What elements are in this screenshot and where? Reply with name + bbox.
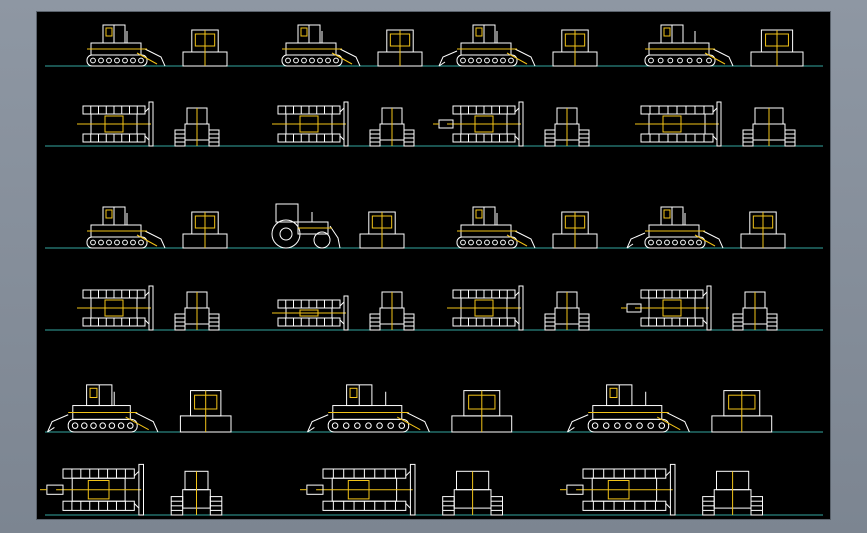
machine-crawler-dozer-cab-top-view [447,285,524,331]
drawing-row-6 [40,463,823,516]
machine-crawler-dozer-cab-end-view [544,291,590,331]
machine-crawler-dozer-ripper-side-view [438,24,536,67]
drawing-row-2 [45,101,823,147]
machine-wheel-tractor-side-view [271,203,341,249]
machine-crawler-dozer-ripper-end-view [170,470,223,516]
machine-crawler-dozer-end-view [174,291,220,331]
machine-wheel-tractor-end-view [359,211,405,249]
machine-crawler-dozer-small-side-view [86,24,166,67]
machine-crawler-dozer-ripper-large-end-view [442,470,503,516]
machine-wheel-tractor-end-view [369,291,415,331]
bulldozer-elevation-sheet [40,24,823,516]
machine-crawler-dozer-large-top-view [635,101,722,147]
machine-crawler-dozer-small-side-view [281,24,361,67]
machine-crawler-dozer-ripper-end-view [740,211,786,249]
cad-drawing-canvas [36,11,831,520]
machine-crawler-dozer-ripper-large-end-view [451,390,513,433]
machine-crawler-dozer-large-end-view [742,107,796,147]
machine-crawler-dozer-cab-end-view [552,211,598,249]
machine-crawler-dozer-ripper-top-view [40,463,145,516]
machine-crawler-dozer-large-end-view [750,29,804,67]
machine-crawler-dozer-ripper-xl-end-view [711,390,773,433]
machine-crawler-dozer-ripper-end-view [544,107,590,147]
machine-crawler-dozer-ripper-top-view [621,285,712,331]
machine-crawler-dozer-ripper-xl-top-view [560,463,676,516]
drawing-row-1 [45,24,823,67]
machine-crawler-dozer-ripper-xl-end-view [702,470,763,516]
machine-crawler-dozer-large-side-view [644,24,734,67]
machine-crawler-dozer-ripper-top-view [433,101,524,147]
drawing-row-3 [45,203,823,249]
machine-crawler-dozer-ripper-large-side-view [307,384,430,433]
machine-crawler-dozer-ripper-end-view [732,291,778,331]
machine-crawler-dozer-ripper-side-view [626,206,724,249]
machine-crawler-dozer-ripper-large-top-view [300,463,416,516]
machine-crawler-dozer-end-view [182,211,228,249]
machine-crawler-dozer-small-top-view [272,101,349,147]
machine-wheel-tractor-top-view [272,295,349,331]
machine-crawler-dozer-small-top-view [77,101,154,147]
machine-crawler-dozer-top-view [77,285,154,331]
machine-crawler-dozer-small-end-view [174,107,220,147]
machine-crawler-dozer-ripper-side-view [47,384,159,433]
machine-crawler-dozer-ripper-end-view [179,390,232,433]
machine-crawler-dozer-small-end-view [182,29,228,67]
machine-crawler-dozer-small-end-view [377,29,423,67]
drawing-row-5 [45,384,823,433]
machine-crawler-dozer-cab-side-view [456,206,536,249]
machine-crawler-dozer-side-view [86,206,166,249]
drawing-row-4 [45,285,823,331]
machine-crawler-dozer-ripper-end-view [552,29,598,67]
machine-crawler-dozer-small-end-view [369,107,415,147]
machine-crawler-dozer-ripper-xl-side-view [567,384,690,433]
